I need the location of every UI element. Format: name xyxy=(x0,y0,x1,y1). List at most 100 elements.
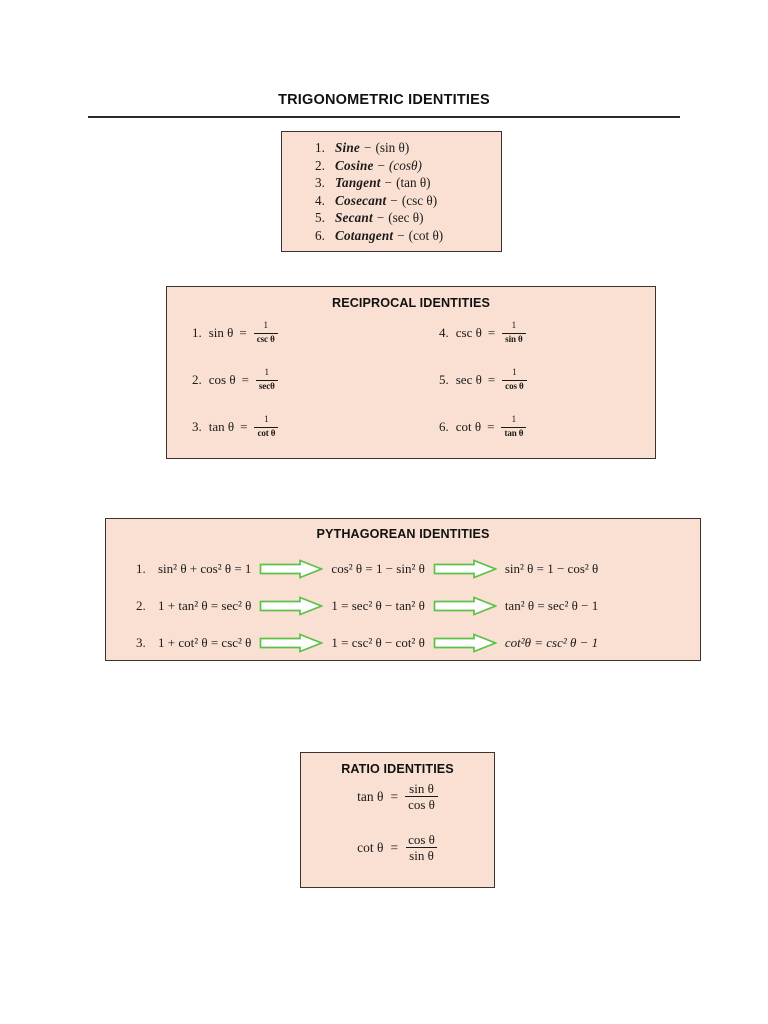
equals-sign: = xyxy=(487,371,496,387)
right-arrow-icon xyxy=(433,632,497,653)
fraction-denominator: cos θ xyxy=(405,796,438,811)
fraction-numerator: cos θ xyxy=(408,832,435,847)
identity-lhs: cot θ xyxy=(455,418,482,434)
equals-sign: = xyxy=(487,418,495,434)
equals-sign: = xyxy=(241,371,249,387)
right-arrow-icon xyxy=(260,595,324,616)
right-arrow-icon xyxy=(433,595,497,616)
list-item-number: 4. xyxy=(315,192,325,208)
list-item: 3. Tangent − (tan θ) xyxy=(282,174,501,192)
item-number: 6. xyxy=(439,418,449,434)
fraction-numerator: sin θ xyxy=(409,781,434,796)
identity-item: 3. tan θ = 1 cot θ xyxy=(192,415,279,438)
identity-row: 2. 1 + tan² θ = sec² θ 1 = sec² θ − tan²… xyxy=(106,587,700,624)
function-name: Tangent xyxy=(335,175,381,191)
function-dash: − xyxy=(377,157,386,173)
function-name: Cotangent xyxy=(335,227,394,243)
identity-lhs: tan θ xyxy=(208,418,235,434)
identity-lhs: sec θ xyxy=(455,371,482,387)
identity-item: tan θ = sin θ cos θ xyxy=(301,782,494,811)
right-arrow-icon xyxy=(260,558,324,579)
identity-item: 5. sec θ = 1 cos θ xyxy=(439,368,527,391)
identity-derived-form-2: sin² θ = 1 − cos² θ xyxy=(504,560,599,576)
fraction-denominator: cot θ xyxy=(254,426,279,438)
identity-lhs: csc θ xyxy=(455,324,482,340)
function-dash: − xyxy=(364,140,372,155)
item-number: 1. xyxy=(136,560,146,576)
fraction-denominator: tan θ xyxy=(501,426,527,438)
identity-derived-form-1: 1 = csc² θ − cot² θ xyxy=(331,634,425,650)
function-name: Cosine xyxy=(335,157,374,173)
section-heading: PYTHAGOREAN IDENTITIES xyxy=(316,527,490,541)
identity-base-form: sin² θ + cos² θ = 1 xyxy=(158,560,252,576)
identity-derived-form-1: cos² θ = 1 − sin² θ xyxy=(331,560,425,576)
fraction-numerator: 1 xyxy=(511,415,517,425)
fraction: 1 secθ xyxy=(255,368,278,391)
equals-sign: = xyxy=(240,418,248,434)
fraction: 1 tan θ xyxy=(501,415,527,438)
function-abbreviation: (cot θ) xyxy=(408,227,444,243)
function-abbreviation: (tan θ) xyxy=(396,175,431,191)
item-number: 1. xyxy=(192,324,202,340)
function-abbreviation: (csc θ) xyxy=(401,192,438,208)
ratio-identities-panel: RATIO IDENTITIES tan θ = sin θ cos θ cot… xyxy=(300,752,495,888)
fraction-denominator: sin θ xyxy=(406,847,437,862)
list-item-number: 2. xyxy=(315,157,325,173)
function-dash: − xyxy=(376,210,385,226)
reciprocal-identities-panel: RECIPROCAL IDENTITIES 1. sin θ = 1 csc θ… xyxy=(166,286,656,459)
item-number: 4. xyxy=(439,324,449,340)
fraction-numerator: 1 xyxy=(512,368,517,378)
item-number: 3. xyxy=(192,418,202,434)
list-item: 1. Sine − (sin θ) xyxy=(282,139,501,157)
function-dash: − xyxy=(390,192,398,208)
identity-lhs: cos θ xyxy=(208,371,236,387)
list-item-number: 1. xyxy=(315,140,325,155)
identity-item: 4. csc θ = 1 sin θ xyxy=(439,321,526,344)
identity-item: cot θ = cos θ sin θ xyxy=(301,833,494,862)
fraction-denominator: secθ xyxy=(255,379,278,391)
fraction: 1 sin θ xyxy=(502,321,526,344)
fraction-numerator: 1 xyxy=(264,368,270,378)
identity-row: 3. 1 + cot² θ = csc² θ 1 = csc² θ − cot²… xyxy=(106,624,700,661)
item-number: 3. xyxy=(136,634,146,650)
equals-sign: = xyxy=(390,839,399,855)
identity-item: 2. cos θ = 1 secθ xyxy=(192,368,278,391)
list-item-number: 6. xyxy=(315,227,325,243)
fraction-denominator: cos θ xyxy=(502,379,527,391)
fraction: 1 cos θ xyxy=(502,368,527,391)
identity-row: 1. sin² θ + cos² θ = 1 cos² θ = 1 − sin²… xyxy=(106,550,700,587)
right-arrow-icon xyxy=(433,558,497,579)
equals-sign: = xyxy=(487,324,496,340)
identity-derived-form-1: 1 = sec² θ − tan² θ xyxy=(331,597,425,613)
identity-item: 1. sin θ = 1 csc θ xyxy=(192,321,278,344)
identity-derived-form-2: cot²θ = csc² θ − 1 xyxy=(504,634,599,650)
identity-lhs: sin θ xyxy=(208,324,234,340)
item-number: 2. xyxy=(136,597,146,613)
fraction-numerator: 1 xyxy=(263,321,269,331)
equals-sign: = xyxy=(390,788,399,804)
item-number: 2. xyxy=(192,371,202,387)
list-item: 6. Cotangent − (cot θ) xyxy=(282,227,501,245)
function-abbreviation: (cosθ) xyxy=(389,157,422,173)
pythagorean-identities-panel: PYTHAGOREAN IDENTITIES 1. sin² θ + cos² … xyxy=(105,518,701,661)
function-abbreviation: (sec θ) xyxy=(388,210,424,226)
title-divider xyxy=(88,116,680,118)
identity-lhs: cot θ xyxy=(357,839,384,855)
fraction: 1 csc θ xyxy=(253,321,278,344)
trig-functions-panel: 1. Sine − (sin θ) 2. Cosine − (cosθ) 3. … xyxy=(281,131,502,252)
fraction-numerator: 1 xyxy=(511,321,517,331)
page-title: TRIGONOMETRIC IDENTITIES xyxy=(278,92,490,108)
list-item-number: 3. xyxy=(315,175,325,191)
list-item: 5. Secant − (sec θ) xyxy=(282,209,501,227)
fraction-denominator: csc θ xyxy=(253,332,278,344)
section-heading: RECIPROCAL IDENTITIES xyxy=(332,296,490,310)
identity-derived-form-2: tan² θ = sec² θ − 1 xyxy=(504,597,599,613)
fraction: sin θ cos θ xyxy=(405,782,438,811)
fraction-numerator: 1 xyxy=(264,415,269,425)
item-number: 5. xyxy=(439,371,449,387)
fraction: 1 cot θ xyxy=(254,415,279,438)
section-heading: RATIO IDENTITIES xyxy=(341,762,454,776)
identity-lhs: tan θ xyxy=(357,788,384,804)
function-abbreviation: (sin θ) xyxy=(375,140,410,155)
function-dash: − xyxy=(384,175,393,191)
